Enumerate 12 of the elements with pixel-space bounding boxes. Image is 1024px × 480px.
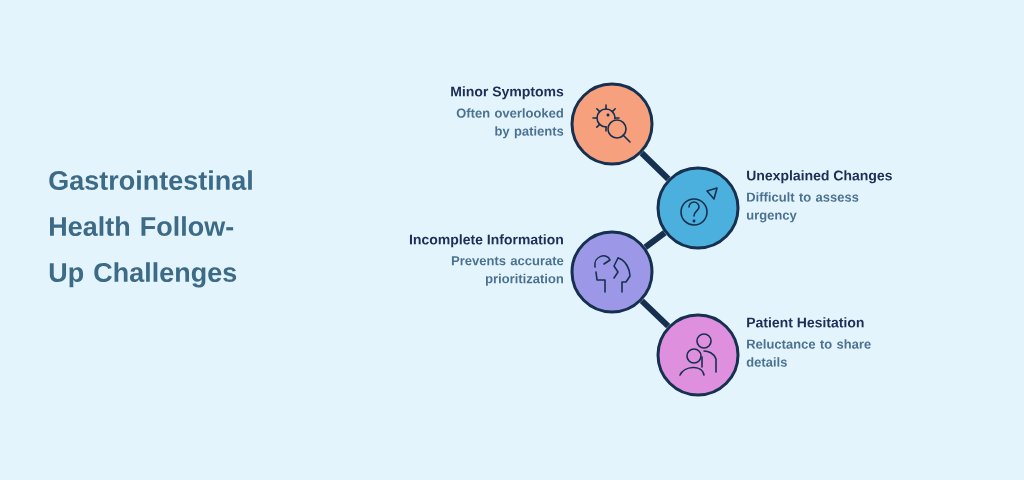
heading: Minor Symptoms xyxy=(451,86,564,100)
heading: Incomplete Information xyxy=(409,234,563,248)
description: Prevents accurate prioritization xyxy=(451,256,564,286)
heading: Unexplained Changes xyxy=(747,170,892,184)
heading: Patient Hesitation xyxy=(747,317,864,328)
description: Often overlooked by patients xyxy=(456,108,564,139)
connector xyxy=(639,298,671,329)
title: Gastrointestinal Health Follow-Up Challenges xyxy=(49,170,252,288)
connector xyxy=(643,230,667,250)
description: Reluctance to share details xyxy=(746,339,871,367)
description: Difficult to assess urgency xyxy=(747,192,859,223)
connector xyxy=(639,150,671,182)
